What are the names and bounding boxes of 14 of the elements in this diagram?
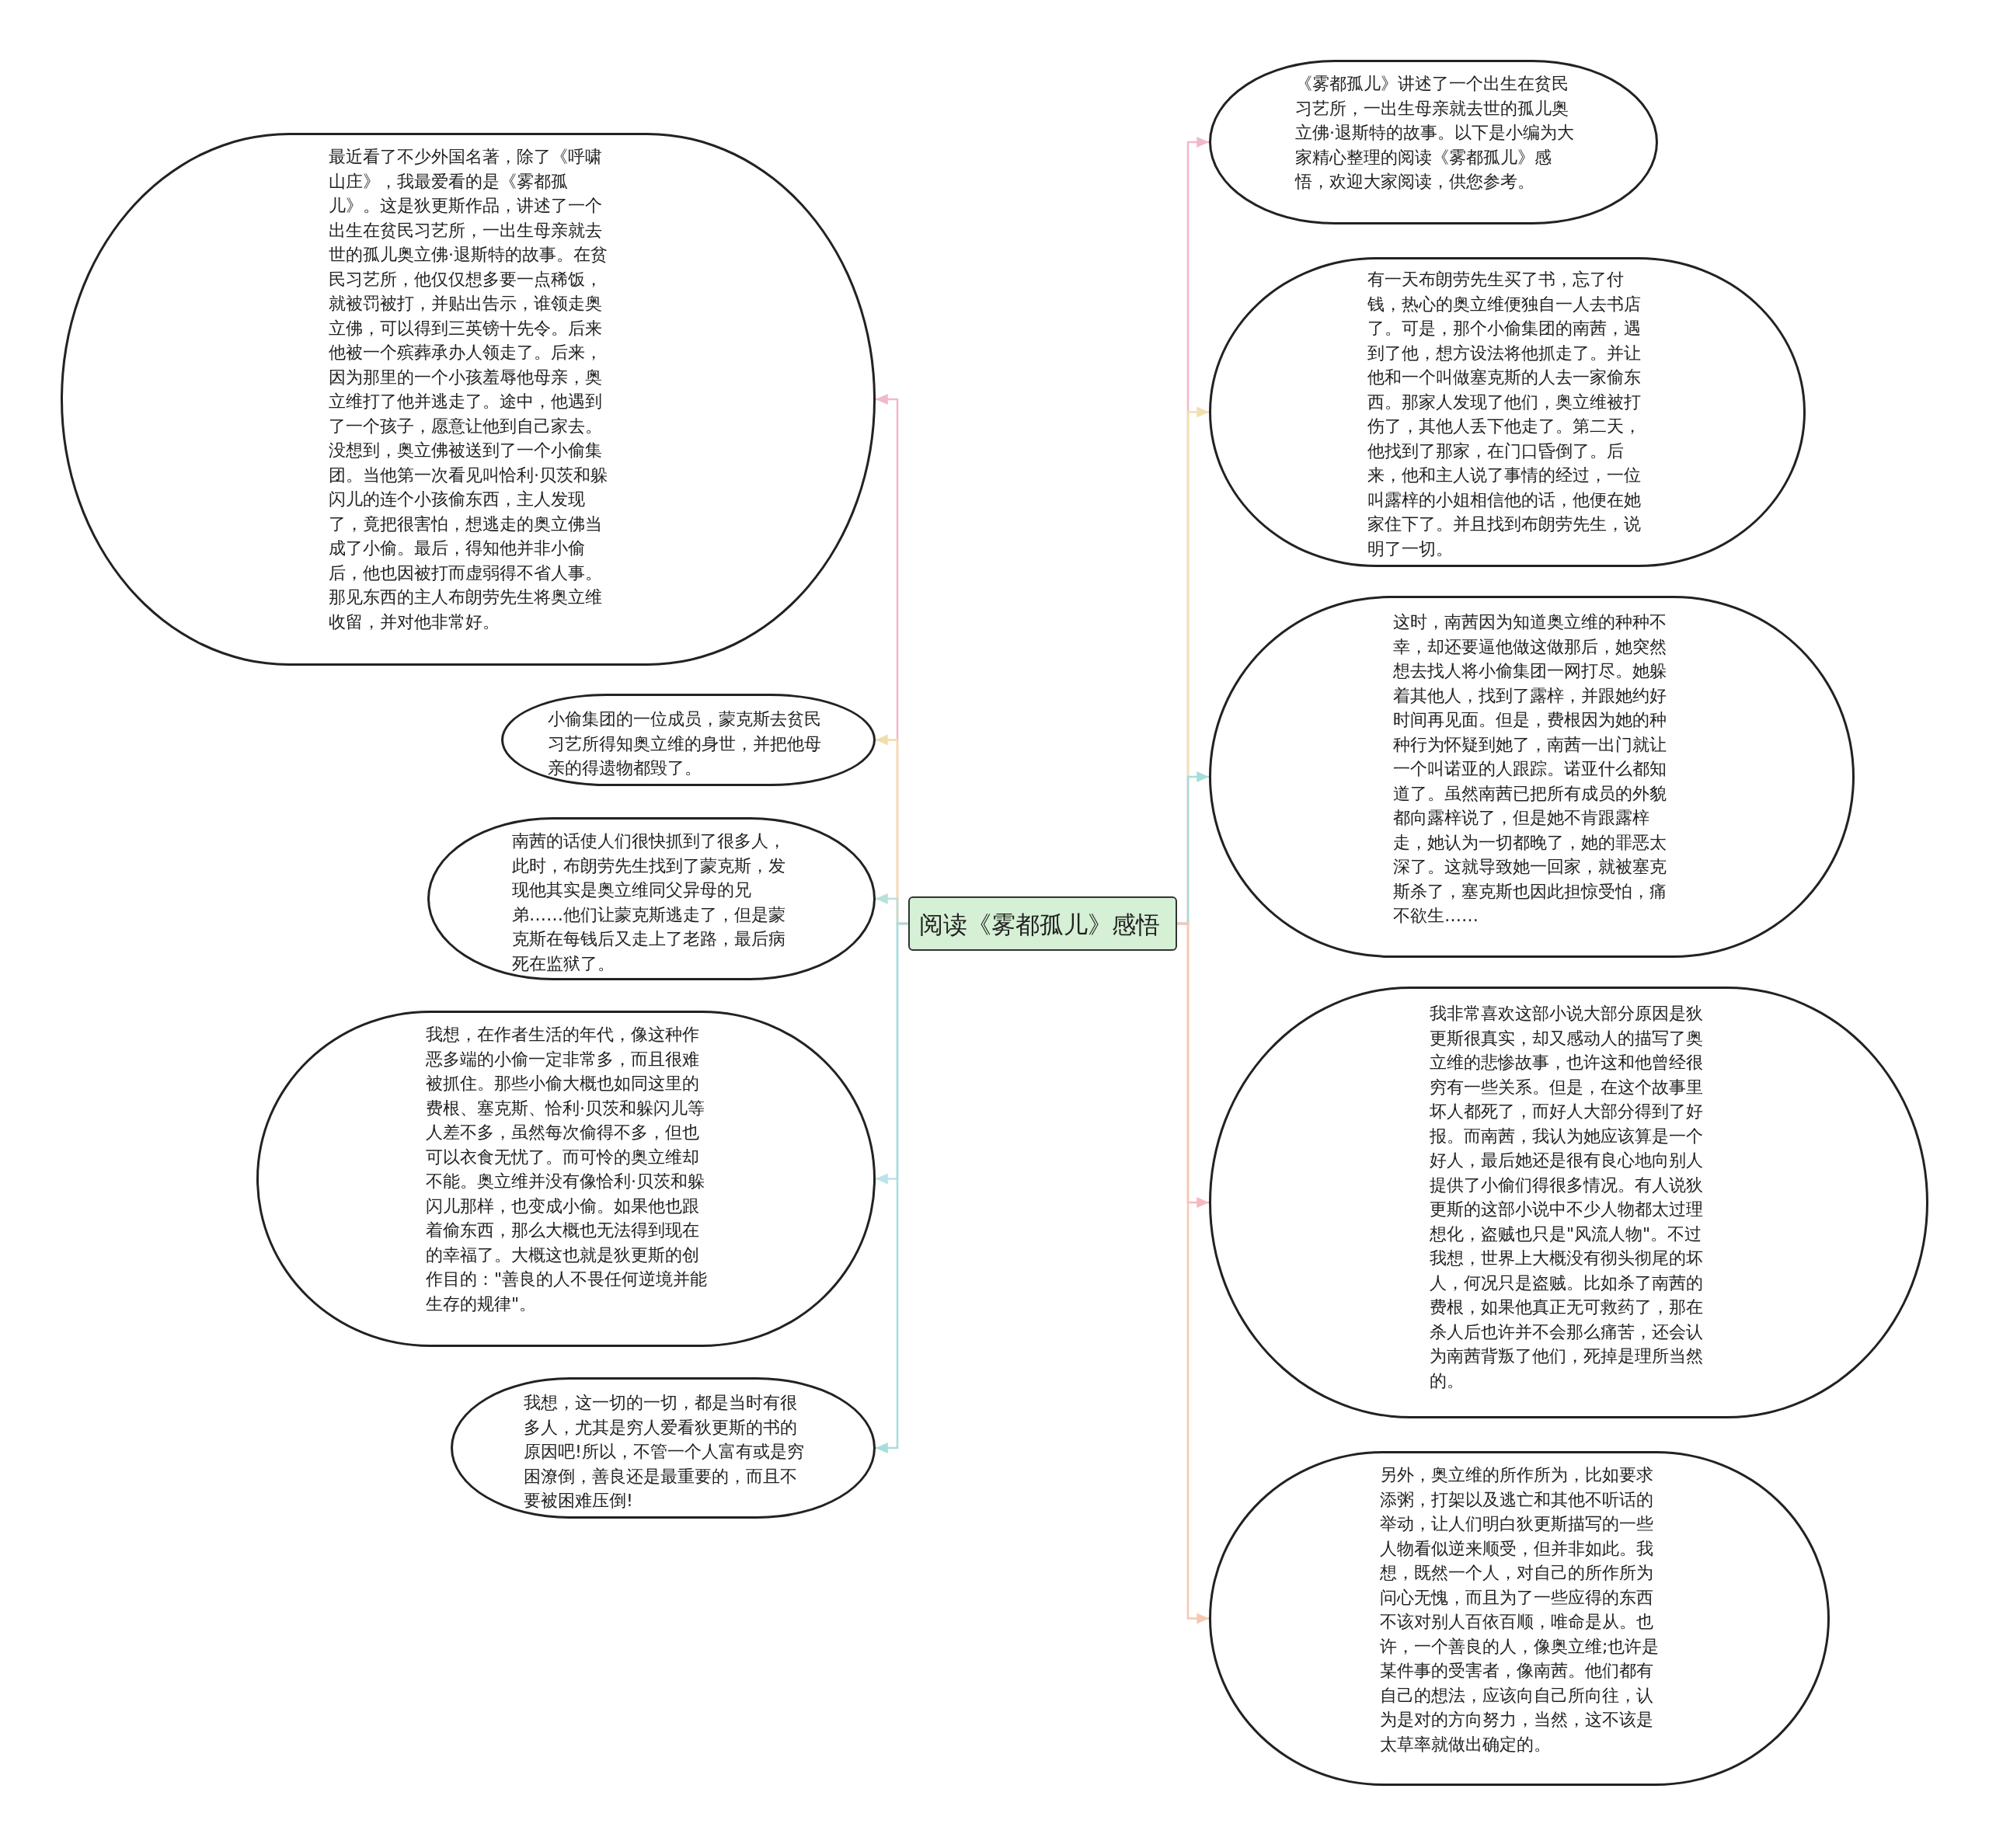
topic-box	[908, 896, 1177, 951]
paragraph: 我非常喜欢这部小说大部分原因是狄更斯很真实，却又感动人的描写了奥立维的悲惨故事，也许这和他曾经很穷有一些关系。但是，在这个故事里坏人都死了，而好人大部分得到了好报。而南茜，我认为她应该算是一个好人，最后她还是很有良心地向别人提供了小偷们得很多情况。有人说狄更斯的这部小说中不少人物都太过理想化，盗贼也只是"风流人物"。不过我想，世界上大概没有彻头彻尾的坏人，何况只是盗贼。比如杀了南茜的费根，如果他真正无可救药了，那在杀人后也许并不会那么痛苦，还会认为南茜背叛了他们，死掉是理所当然的。	[1430, 1003, 1704, 1392]
paragraph: 我想，这一切的一切，都是当时有很多人，尤其是穷人爱看狄更斯的书的原因吧!所以，不管一个人富有或是穷困潦倒，善良还是最重要的，而且不要被困难压倒!	[524, 1392, 805, 1512]
connector-line	[876, 922, 908, 1453]
paragraph: 《雾都孤儿》讲述了一个出生在贫民习艺所，一出生母亲就去世的孤儿奥立佛·退斯特的故事。以下是小编为大家精心整理的阅读《雾都孤儿》感悟，欢迎大家阅读，供您参考。	[1295, 73, 1575, 193]
paragraph: 最近看了不少外国名著，除了《呼啸山庄》，我最爱看的是《雾都孤儿》。这是狄更斯作品，讲述了一个出生在贫民习艺所，一出生母亲就去世的孤儿奥立佛·退斯特的故事。在贫民习艺所，他仅仅想多要一点稀饭，就被罚被打，并贴出告示，谁领走奥立佛，可以得到三英镑十先令。后来他被一个殡葬承办人领走了。后来，因为那里的一个小孩羞辱他母亲，奥立维打了他并逃走了。途中，他遇到了一个孩子，愿意让他到自己家去。没想到，奥立佛被送到了一个小偷集团。当他第一次看见叫恰利·贝茨和躲闪儿的连个小孩偷东西，主人发现了，竟把很害怕，想逃走的奥立佛当成了小偷。最后，得知他并非小偷后，他也因被打而虚弱得不省人事。那见东西的主人布朗劳先生将奥立维收留，并对他非常好。	[329, 146, 608, 633]
paragraph: 这时，南茜因为知道奥立维的种种不幸，却还要逼他做这做那后，她突然想去找人将小偷集团一网打尽。她躲着其他人，找到了露梓，并跟她约好时间再见面。但是，费根因为她的种种行为怀疑到她了，南茜一出门就让一个叫诺亚的人跟踪。诺亚什么都知道了。虽然南茜已把所有成员的外貌都向露梓说了，但是她不肯跟露梓走，她认为一切都晚了，她的罪恶太深了。这就导致她一回家，就被塞克斯杀了，塞克斯也因此担惊受怕，痛不欲生……	[1393, 611, 1667, 927]
paragraph: 有一天布朗劳先生买了书，忘了付钱，热心的奥立维便独自一人去书店了。可是，那个小偷集团的南茜，遇到了他，想方设法将他抓走了。并让他和一个叫做塞克斯的人去一家偷东西。那家人发现了他们，奥立维被打伤了，其他人丢下他走了。第二天，他找到了那家，在门口昏倒了。后来，他和主人说了事情的经过，一位叫露梓的小姐相信他的话，他便在她家住下了。并且找到布朗劳先生，说明了一切。	[1367, 269, 1642, 560]
topic-title: 阅读《雾都孤儿》感悟	[919, 910, 1160, 940]
paragraph: 我想，在作者生活的年代，像这种作恶多端的小偷一定非常多，而且很难被抓住。那些小偷大概也如同这里的费根、塞克斯、恰利·贝茨和躲闪儿等人差不多，虽然每次偷得不多，但也可以衣食无忧了。而可怜的奥立维却不能。奥立维并没有像恰利·贝茨和躲闪儿那样，也变成小偷。如果他也跟着偷东西，那么大概也无法得到现在的幸福了。大概这也就是狄更斯的创作目的："善良的人不畏任何逆境并能生存的规律"。	[426, 1024, 709, 1315]
connector-line	[1177, 922, 1209, 1624]
paragraph: 南茜的话使人们很快抓到了很多人，此时，布朗劳先生找到了蒙克斯，发现他其实是奥立维同父异母的兄弟……他们让蒙克斯逃走了，但是蒙克斯在每钱后又走上了老路，最后病死在监狱了。	[512, 830, 786, 975]
paragraph: 小偷集团的一位成员，蒙克斯去贫民习艺所得知奥立维的身世，并把他母亲的得遗物都毁了。	[548, 708, 822, 779]
paragraph: 另外，奥立维的所作所为，比如要求添粥，打架以及逃亡和其他不听话的举动，让人们明白狄更斯描写的一些人物看似逆来顺受，但并非如此。我想，既然一个人，对自己的所作所为问心无愧，而且为了一些应得的东西不该对别人百依百顺，唯命是从。也许，一个善良的人，像奥立维;也许是某件事的受害者，像南茜。他们都有自己的想法，应该向自己所向往，认为是对的方向努力，当然，这不该是太草率就做出确定的。	[1380, 1464, 1660, 1756]
